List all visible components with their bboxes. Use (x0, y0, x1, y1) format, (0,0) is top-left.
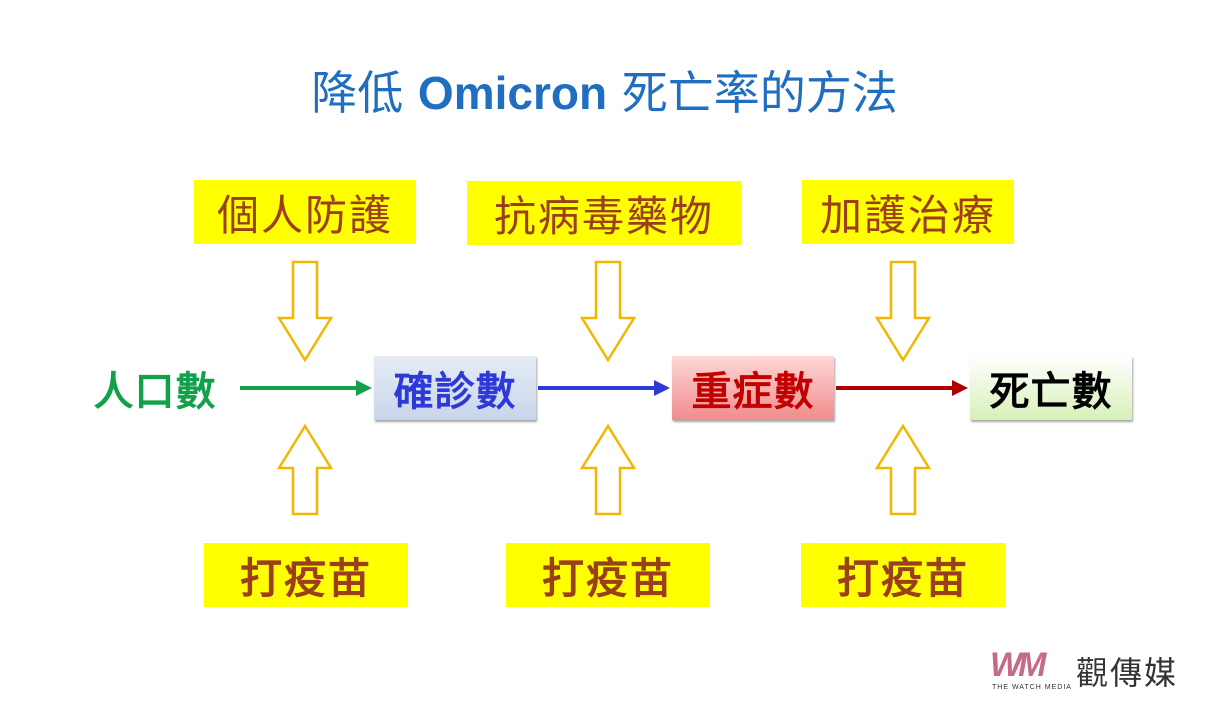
stage-severe: 重症數 (672, 356, 834, 420)
factor-vaccination-2: 打疫苗 (506, 543, 710, 607)
stage-population: 人口數 (93, 369, 217, 415)
down-arrow-2 (579, 260, 637, 363)
title-latin: Omicron (417, 67, 608, 119)
title-prefix: 降低 (311, 66, 418, 120)
factor-vaccination-3: 打疫苗 (801, 543, 1005, 607)
up-arrow-3 (874, 423, 932, 516)
flow-arrow-1 (240, 380, 372, 396)
flow-arrow-2 (538, 380, 670, 396)
factor-antiviral: 抗病毒藥物 (467, 181, 741, 245)
diagram-title: 降低 Omicron 死亡率的方法 (0, 58, 1209, 128)
stage-confirmed: 確診數 (374, 356, 536, 420)
logo-mark: WM (990, 646, 1046, 684)
logo-name: 觀傳媒 (1076, 654, 1179, 692)
factor-personal-protection: 個人防護 (194, 180, 416, 244)
down-arrow-1 (276, 260, 334, 363)
flow-arrow-3 (836, 380, 968, 396)
factor-vaccination-1: 打疫苗 (204, 543, 408, 607)
stage-deaths: 死亡數 (970, 356, 1132, 420)
logo-tagline: THE WATCH MEDIA (992, 684, 1072, 691)
down-arrow-3 (874, 260, 932, 363)
watch-media-logo: WM 觀傳媒 THE WATCH MEDIA (990, 646, 1195, 696)
up-arrow-2 (579, 423, 637, 516)
title-suffix: 死亡率的方法 (607, 66, 898, 120)
up-arrow-1 (276, 423, 334, 516)
factor-intensive-care: 加護治療 (802, 180, 1014, 244)
